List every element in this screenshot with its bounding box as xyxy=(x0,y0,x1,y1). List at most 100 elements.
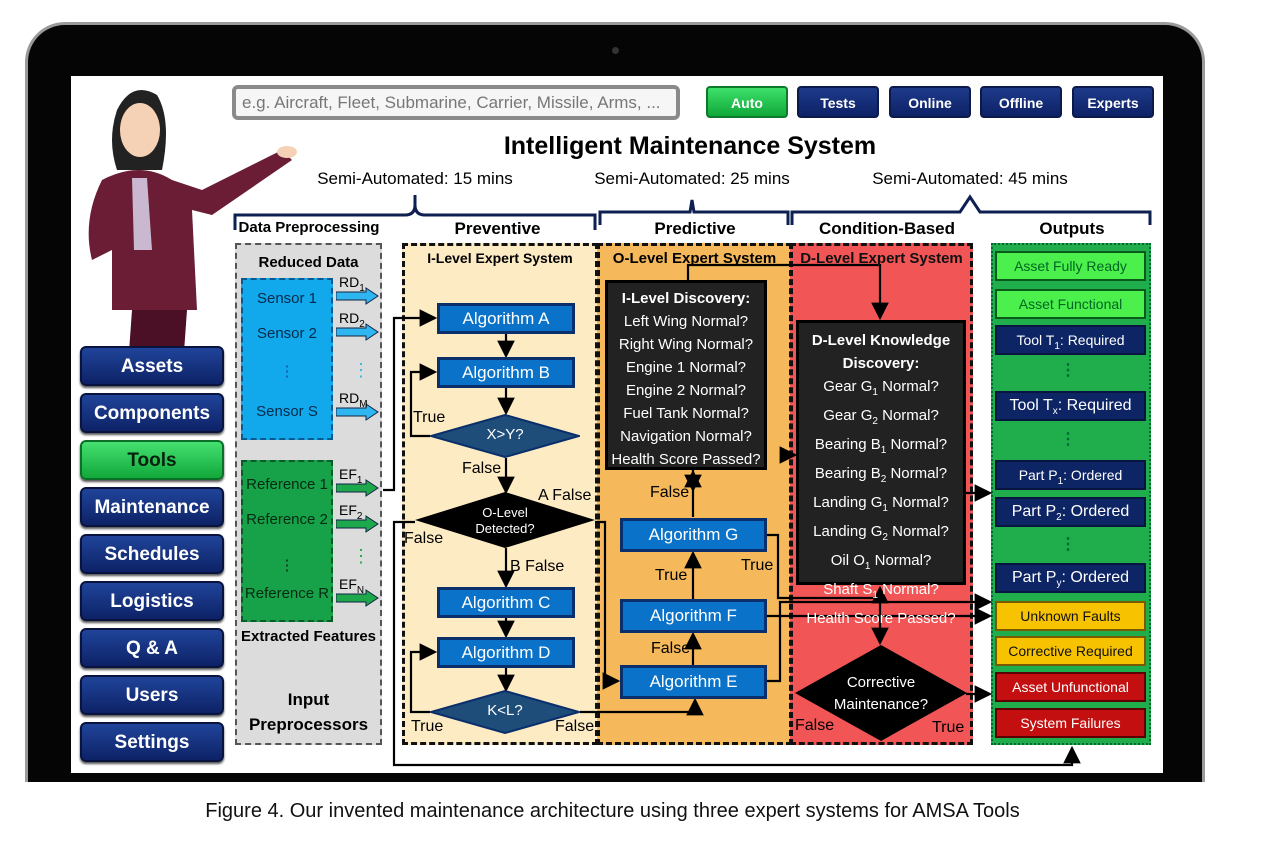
header-predictive: Predictive xyxy=(654,219,736,238)
algorithm-e[interactable]: Algorithm E xyxy=(620,665,767,699)
sidebar-item-tools[interactable]: Tools xyxy=(80,440,224,480)
algorithm-g[interactable]: Algorithm G xyxy=(620,518,767,552)
d-level-knowledge-title: D-Level Knowledge xyxy=(811,332,951,349)
experts-button[interactable]: Experts xyxy=(1072,86,1154,118)
true-label: True xyxy=(655,567,688,584)
offline-button[interactable]: Offline xyxy=(980,86,1062,118)
d-level-discovery-item: Gear G1 Normal? xyxy=(823,378,939,398)
i-level-discovery-box: I-Level Discovery: Left Wing Normal?Righ… xyxy=(605,280,767,470)
corrective-maintenance-decision[interactable] xyxy=(795,645,967,741)
x-gt-y-decision[interactable] xyxy=(430,414,580,458)
output-part-p2-ordered[interactable]: Part P2: Ordered xyxy=(995,497,1146,527)
output-asset-unfunctional[interactable]: Asset Unfunctional xyxy=(995,672,1146,702)
false-label: False xyxy=(462,460,502,477)
sidebar-item-components[interactable]: Components xyxy=(80,393,224,433)
algorithm-a[interactable]: Algorithm A xyxy=(437,303,575,334)
ellipsis-icon: ⋮ xyxy=(352,360,370,380)
b-false-label: B False xyxy=(510,558,565,575)
d-level-discovery-item: Landing G2 Normal? xyxy=(813,523,949,543)
sidebar-item-logistics[interactable]: Logistics xyxy=(80,581,224,621)
output-part-py-ordered[interactable]: Part Py: Ordered xyxy=(995,563,1146,593)
sidebar-item-users[interactable]: Users xyxy=(80,675,224,715)
i-level-discovery-item: Health Score Passed? xyxy=(611,451,761,468)
true-label: True xyxy=(413,409,446,426)
sidebar-item-assets[interactable]: Assets xyxy=(80,346,224,386)
reduced-data-arrow-icon xyxy=(336,287,379,305)
o-level-title: O-Level Expert System xyxy=(612,250,777,267)
output-corrective-required[interactable]: Corrective Required xyxy=(995,636,1146,666)
k-lt-l-label: K<L? xyxy=(487,702,523,719)
reduced-data-arrow-icon xyxy=(336,403,379,421)
reference-label: Reference 1 xyxy=(246,476,328,493)
header-outputs: Outputs xyxy=(1039,219,1105,238)
corrective-text: Corrective xyxy=(846,674,916,691)
preprocessors-label: Preprocessors xyxy=(248,715,369,734)
d-level-discovery-item: Health Score Passed? xyxy=(806,610,956,627)
semi-automated-45: Semi-Automated: 45 mins xyxy=(872,169,1068,188)
page-title: Intelligent Maintenance System xyxy=(503,132,877,160)
sensors-box xyxy=(241,278,333,440)
extracted-feature-arrow-icon xyxy=(336,479,379,497)
sidebar-item-schedules[interactable]: Schedules xyxy=(80,534,224,574)
ellipsis-icon: ⋮ xyxy=(1060,362,1076,379)
extracted-features-label: Extracted Features xyxy=(240,628,377,645)
output-tool-tx-required[interactable]: Tool Tx: Required xyxy=(995,391,1146,421)
i-level-discovery-title: I-Level Discovery: xyxy=(621,290,751,307)
extracted-feature-label: EF1 xyxy=(339,466,363,486)
algorithm-d[interactable]: Algorithm D xyxy=(437,637,575,668)
algorithm-c[interactable]: Algorithm C xyxy=(437,587,575,618)
search-input[interactable]: e.g. Aircraft, Fleet, Submarine, Carrier… xyxy=(232,85,680,120)
output-tool-t1-required[interactable]: Tool T1: Required xyxy=(995,325,1146,355)
detected-text: Detected? xyxy=(475,521,535,536)
true-label: True xyxy=(932,719,965,736)
ellipsis-icon: ⋮ xyxy=(1060,431,1076,448)
auto-button[interactable]: Auto xyxy=(706,86,788,118)
i-level-title: I-Level Expert System xyxy=(427,250,573,266)
reference-label: Reference 2 xyxy=(246,511,328,528)
reduced-data-label: RD2 xyxy=(339,310,365,330)
online-button[interactable]: Online xyxy=(889,86,971,118)
ellipsis-icon: ⋮ xyxy=(352,546,370,566)
i-level-discovery-item: Fuel Tank Normal? xyxy=(623,405,749,422)
x-gt-y-label: X>Y? xyxy=(486,426,524,443)
sidebar-item-settings[interactable]: Settings xyxy=(80,722,224,762)
reference-label: Reference R xyxy=(244,585,330,602)
output-asset-fully-ready[interactable]: Asset Fully Ready xyxy=(995,251,1146,281)
reduced-data-label: RD1 xyxy=(339,274,365,294)
tests-button[interactable]: Tests xyxy=(797,86,879,118)
algorithm-b[interactable]: Algorithm B xyxy=(437,357,575,388)
semi-automated-15: Semi-Automated: 15 mins xyxy=(317,169,513,188)
sensor-label: ⋮ xyxy=(279,363,295,380)
algorithm-f[interactable]: Algorithm F xyxy=(620,599,767,633)
true-label: True xyxy=(741,557,774,574)
k-lt-l-decision[interactable] xyxy=(430,690,580,734)
output-system-failures[interactable]: System Failures xyxy=(995,708,1146,738)
output-unknown-faults[interactable]: Unknown Faults xyxy=(995,601,1146,631)
d-level-discovery-title: Discovery: xyxy=(842,355,920,372)
camera-icon xyxy=(612,47,619,54)
d-level-discovery-item: Landing G1 Normal? xyxy=(813,494,949,514)
sensor-label: Sensor 1 xyxy=(256,290,318,307)
sensor-label: Sensor 2 xyxy=(256,325,318,342)
d-level-discovery-item: Gear G2 Normal? xyxy=(823,407,939,427)
reduced-data-label: RDM xyxy=(339,390,368,410)
a-false-label: A False xyxy=(538,487,592,504)
sidebar-item-q-a[interactable]: Q & A xyxy=(80,628,224,668)
sensor-label: Sensor S xyxy=(256,403,318,420)
i-level-discovery-item: Right Wing Normal? xyxy=(618,336,754,353)
false-label: False xyxy=(795,717,835,734)
false-label: False xyxy=(650,484,690,501)
i-level-discovery-item: Engine 2 Normal? xyxy=(625,382,747,399)
d-level-discovery-item: Shaft S1 Normal? xyxy=(823,581,939,601)
reference-label: ⋮ xyxy=(279,557,295,574)
d-level-discovery-item: Bearing B1 Normal? xyxy=(814,436,948,456)
o-level-detected-decision[interactable] xyxy=(415,492,595,548)
sidebar-item-maintenance[interactable]: Maintenance xyxy=(80,487,224,527)
d-level-discovery-item: Oil O1 Normal? xyxy=(830,552,932,572)
header-condition-based: Condition-Based xyxy=(819,219,955,238)
output-asset-functional[interactable]: Asset Functional xyxy=(995,289,1146,319)
output-part-p1-ordered[interactable]: Part P1: Ordered xyxy=(995,460,1146,490)
extracted-feature-label: EF2 xyxy=(339,502,363,522)
